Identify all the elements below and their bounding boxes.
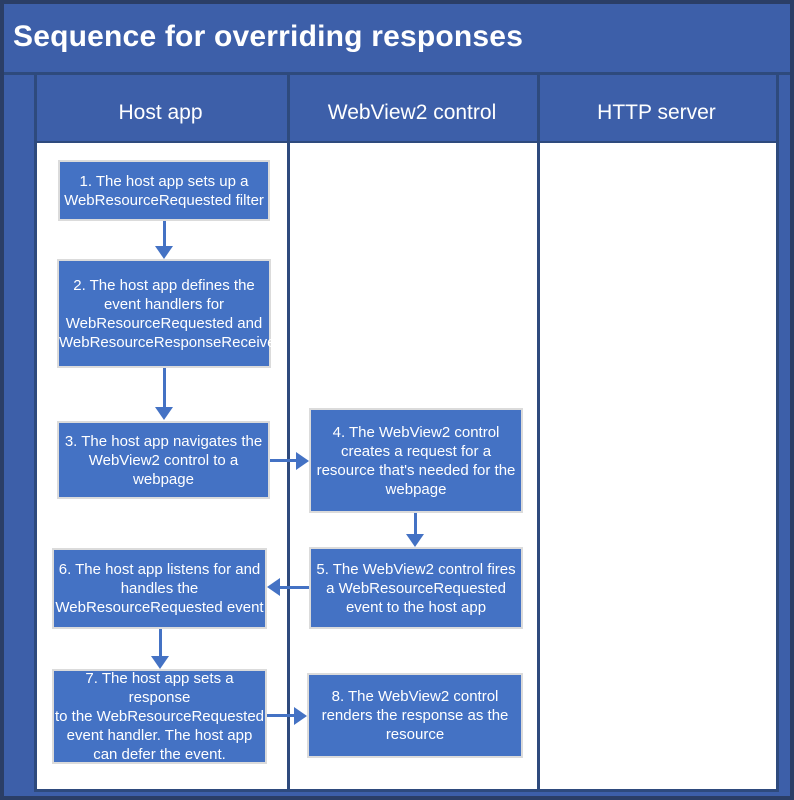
title-divider-line <box>4 72 790 75</box>
lane-header-host-app: Host app <box>118 101 203 124</box>
arrow-step3-to-step4 <box>270 459 297 462</box>
lane-header-http-server: HTTP server <box>597 101 716 124</box>
step-1-text: 1. The host app sets up a WebResourceReq… <box>64 172 264 209</box>
lane-header-webview2-control: WebView2 control <box>327 101 497 124</box>
step-3-text: 3. The host app navigates the WebView2 c… <box>64 432 263 488</box>
arrowhead-step6-to-step7 <box>151 656 169 669</box>
step-2-text: 2. The host app defines the event handle… <box>59 276 284 351</box>
arrowhead-step7-to-step8 <box>294 707 307 725</box>
step-4-text: 4. The WebView2 control creates a reques… <box>316 423 516 498</box>
lane-bottom-line <box>34 789 779 792</box>
arrow-step1-to-step2 <box>163 221 166 247</box>
step-4-box: 4. The WebView2 control creates a reques… <box>309 408 523 513</box>
arrow-step2-to-step3 <box>163 368 166 408</box>
lane-header-bottom-line <box>34 141 779 143</box>
diagram-title: Sequence for overriding responses <box>13 20 524 53</box>
step-6-box: 6. The host app listens for and handles … <box>52 548 267 629</box>
step-1-box: 1. The host app sets up a WebResourceReq… <box>58 160 270 221</box>
arrow-step7-to-step8 <box>267 714 295 717</box>
step-5-box: 5. The WebView2 control fires a WebResou… <box>309 547 523 629</box>
lane-divider-webview2-httpserver <box>537 72 540 792</box>
arrowhead-step4-to-step5 <box>406 534 424 547</box>
step-3-box: 3. The host app navigates the WebView2 c… <box>57 421 270 499</box>
arrowhead-step3-to-step4 <box>296 452 309 470</box>
arrow-step4-to-step5 <box>414 513 417 535</box>
step-7-box: 7. The host app sets a response to the W… <box>52 669 267 764</box>
step-8-box: 8. The WebView2 control renders the resp… <box>307 673 523 758</box>
arrowhead-step5-to-step6 <box>267 578 280 596</box>
step-6-text: 6. The host app listens for and handles … <box>55 561 264 616</box>
step-5-text: 5. The WebView2 control fires a WebResou… <box>316 560 516 616</box>
arrowhead-step1-to-step2 <box>155 246 173 259</box>
step-2-box: 2. The host app defines the event handle… <box>57 259 284 368</box>
lane-right-edge-line <box>776 72 779 792</box>
lane-divider-hostapp-webview2 <box>287 72 290 792</box>
arrow-step6-to-step7 <box>159 629 162 657</box>
lane-left-edge-line <box>34 72 37 792</box>
arrow-step5-to-step6 <box>279 586 309 589</box>
arrowhead-step2-to-step3 <box>155 407 173 420</box>
step-7-text: 7. The host app sets a response to the W… <box>54 670 265 763</box>
step-8-text: 8. The WebView2 control renders the resp… <box>321 688 509 743</box>
